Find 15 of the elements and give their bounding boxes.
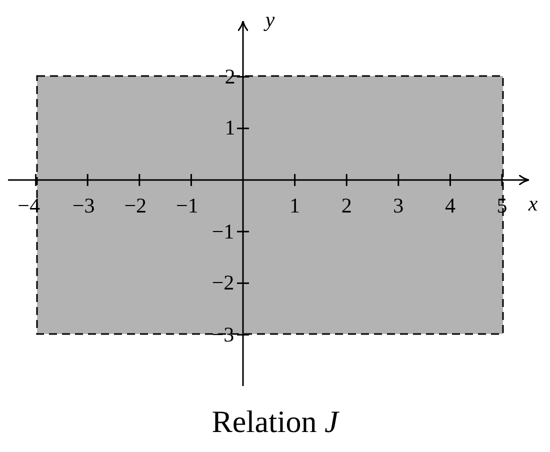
tick-label: −1 — [212, 221, 234, 242]
tick-label: −3 — [72, 196, 95, 216]
tick-label: 4 — [444, 196, 456, 216]
tick-label: −2 — [212, 272, 234, 294]
tick-label: −2 — [124, 196, 147, 216]
tick-label: −3 — [212, 324, 234, 346]
tick-label: 3 — [393, 196, 404, 216]
tick-label: 2 — [224, 66, 236, 88]
tick-label: 2 — [341, 196, 352, 216]
tick-label: 1 — [224, 118, 236, 139]
tick-label: −1 — [176, 196, 198, 216]
axis-label: y — [265, 10, 275, 30]
tick-label: 1 — [290, 196, 300, 216]
axis-label: x — [528, 194, 538, 214]
caption: Relation J — [210, 405, 340, 440]
